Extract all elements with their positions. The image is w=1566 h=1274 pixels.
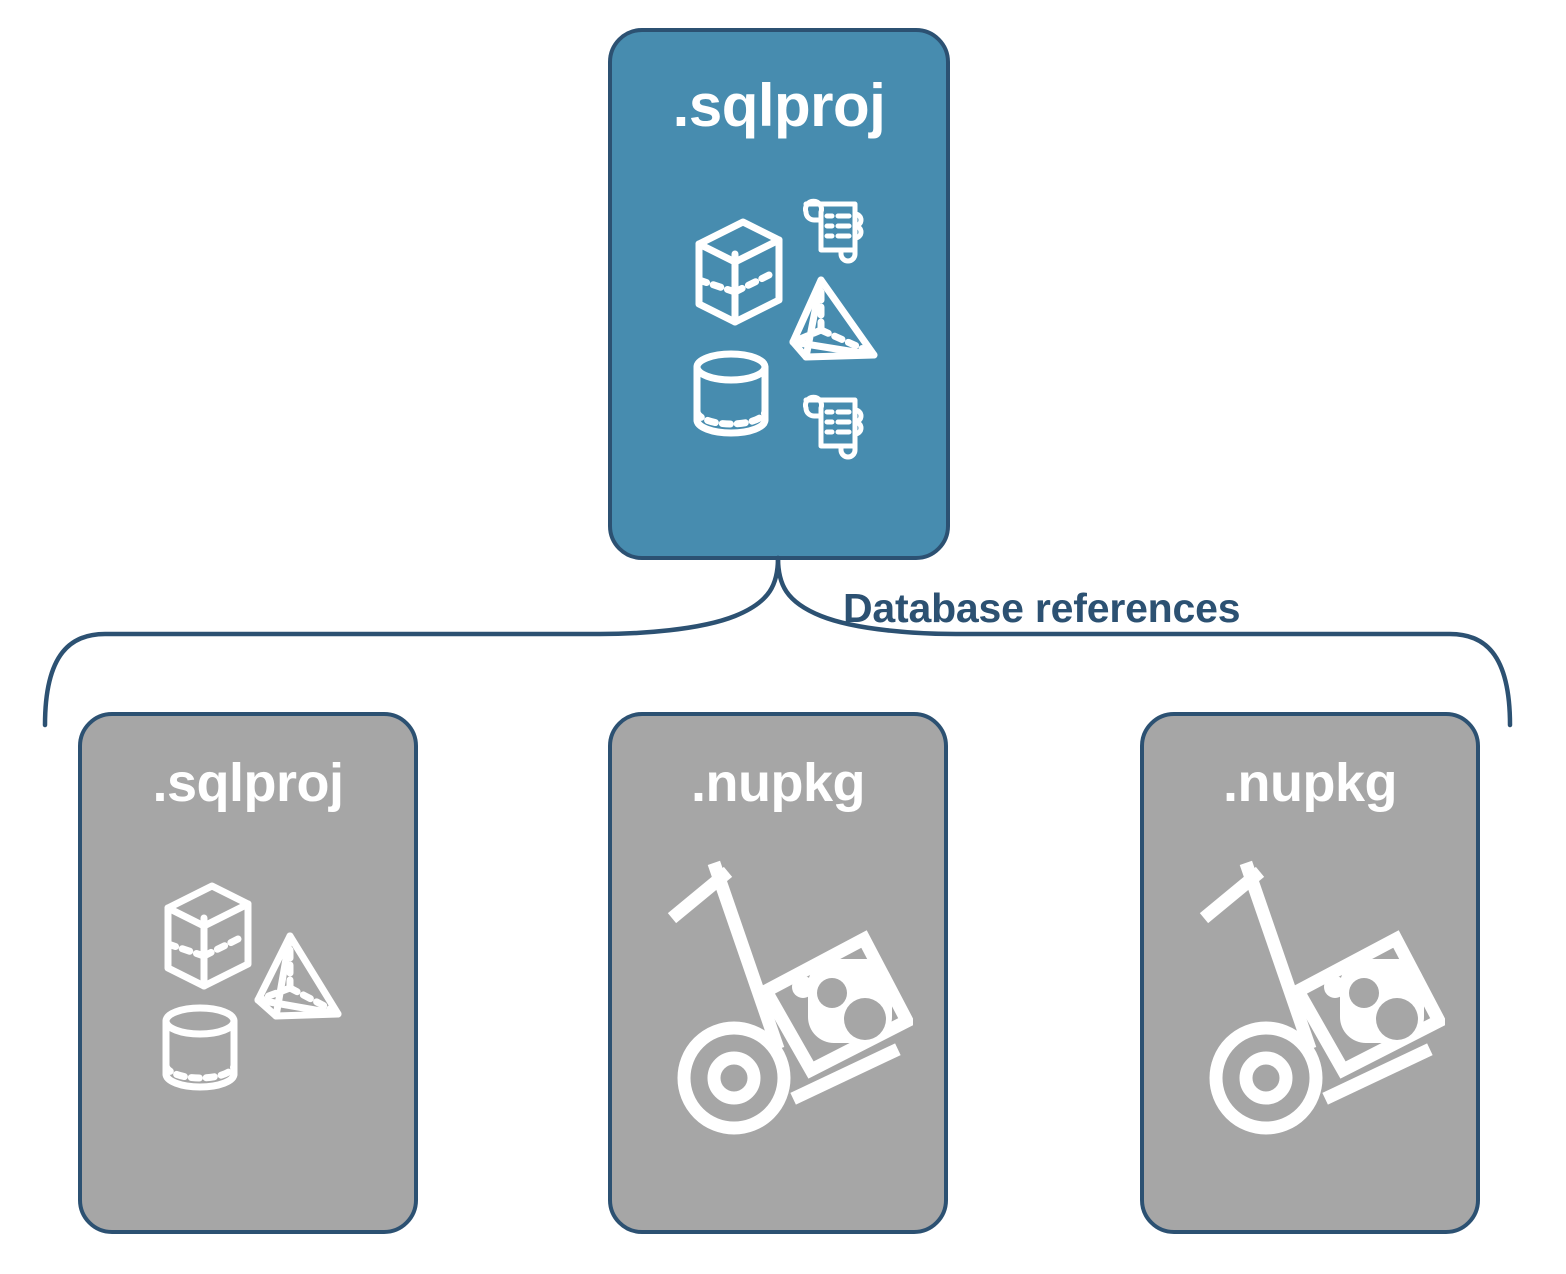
card-artwork bbox=[1144, 856, 1476, 1136]
pyramid-icon bbox=[254, 932, 342, 1020]
card-title: .nupkg bbox=[1223, 753, 1397, 813]
scroll-icon bbox=[803, 198, 864, 264]
nuget-logo-cutouts bbox=[817, 978, 886, 1040]
cylinder-icon bbox=[162, 1004, 238, 1091]
card-nupkg-reference-1[interactable]: .nupkg bbox=[608, 712, 948, 1234]
scroll-icon bbox=[803, 394, 864, 460]
card-title: .sqlproj bbox=[672, 72, 886, 139]
nuget-logo-cutouts bbox=[1349, 978, 1418, 1040]
card-title: .sqlproj bbox=[152, 753, 344, 813]
card-artwork bbox=[82, 866, 414, 1096]
nuget-hand-truck-icon bbox=[667, 860, 913, 1135]
cylinder-icon bbox=[693, 350, 769, 437]
card-sqlproj-root[interactable]: .sqlproj bbox=[608, 28, 950, 560]
card-title: .nupkg bbox=[691, 753, 865, 813]
card-artwork bbox=[612, 856, 944, 1136]
nuget-hand-truck-icon bbox=[1199, 860, 1445, 1135]
card-sqlproj-reference[interactable]: .sqlproj bbox=[78, 712, 418, 1234]
pyramid-icon bbox=[789, 276, 878, 361]
cube-icon bbox=[695, 218, 783, 326]
card-nupkg-reference-2[interactable]: .nupkg bbox=[1140, 712, 1480, 1234]
cube-icon bbox=[164, 882, 252, 990]
connector-label: Database references bbox=[843, 585, 1241, 631]
card-artwork bbox=[612, 192, 946, 462]
